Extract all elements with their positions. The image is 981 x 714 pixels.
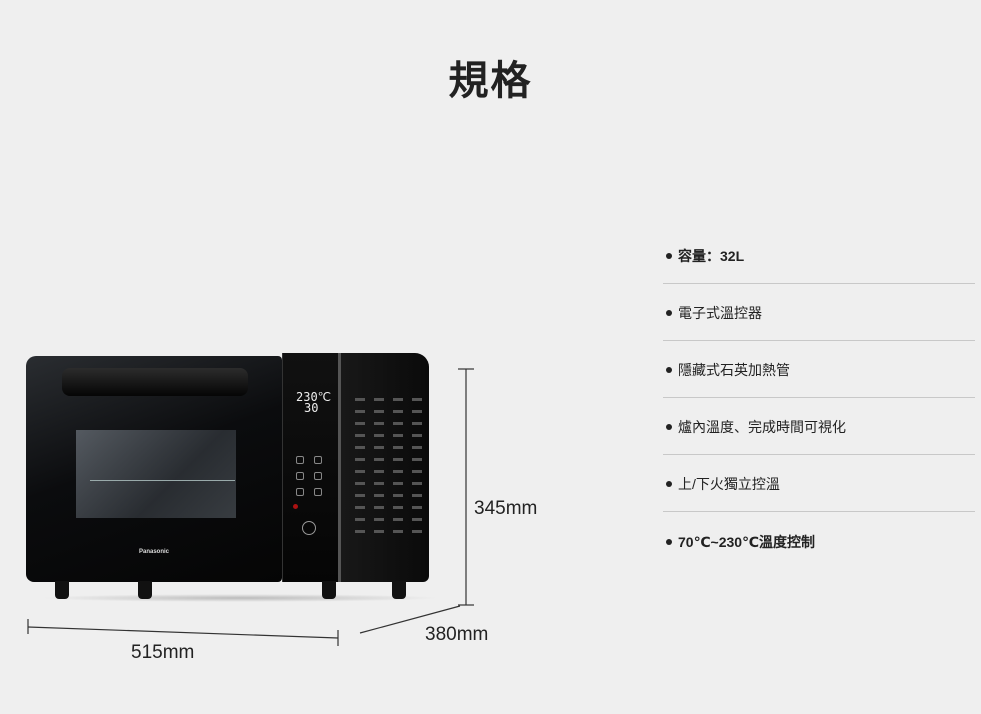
panel-button: [314, 472, 322, 480]
vent-slot: [374, 518, 384, 521]
bullet-icon: [666, 538, 672, 545]
display-time: 30: [304, 401, 319, 415]
vent-slot: [393, 434, 403, 437]
bullet-icon: [666, 481, 672, 487]
vent-slot: [412, 482, 422, 485]
vent-slot: [412, 530, 422, 533]
bullet-icon: [666, 253, 672, 259]
oven-leg: [138, 581, 152, 599]
vent-slot: [374, 446, 384, 449]
vent-slot: [393, 470, 403, 473]
vent-slot: [355, 410, 365, 413]
height-label: 345mm: [474, 498, 538, 519]
page-title: 規格: [448, 58, 533, 104]
width-line: [27, 626, 339, 639]
vent-slot: [374, 482, 384, 485]
oven-rack: [90, 480, 235, 481]
panel-button: [314, 488, 322, 496]
bullet-icon: [666, 424, 672, 430]
spec-item: 上/下火獨立控溫: [663, 456, 975, 512]
vent-slot: [374, 458, 384, 461]
vent-slot: [412, 470, 422, 473]
panel-button: [296, 488, 304, 496]
depth-label: 380mm: [425, 624, 489, 645]
panel-button: [296, 472, 304, 480]
start-button-icon: [302, 521, 316, 535]
vent-slot: [355, 494, 365, 497]
oven-handle: [62, 368, 248, 396]
depth-line: [359, 605, 461, 634]
vent-slot: [412, 518, 422, 521]
vent-slot: [393, 458, 403, 461]
vent-slot: [412, 410, 422, 413]
vent-slot: [355, 518, 365, 521]
vent-slot: [374, 410, 384, 413]
vent-slot: [412, 506, 422, 509]
vent-slot: [393, 518, 403, 521]
oven-side: [338, 353, 429, 582]
spec-list: 容量：32L 電子式溫控器 隱藏式石英加熱管 爐內溫度、完成時間可視化 上/下火…: [663, 228, 975, 570]
vent-slot: [412, 434, 422, 437]
vent-slot: [393, 506, 403, 509]
spec-item: 70℃~230℃溫度控制: [663, 513, 975, 569]
vent-slot: [412, 422, 422, 425]
spec-item: 爐內溫度、完成時間可視化: [663, 399, 975, 455]
vent-slot: [355, 530, 365, 533]
bullet-icon: [666, 310, 672, 316]
oven-leg: [392, 581, 406, 599]
oven-leg: [322, 581, 336, 599]
panel-button: [296, 456, 304, 464]
vent-slot: [355, 458, 365, 461]
vent-slot: [412, 458, 422, 461]
vent-slot: [355, 434, 365, 437]
vent-slot: [374, 506, 384, 509]
brand-logo: Panasonic: [138, 549, 169, 555]
oven-shadow: [40, 594, 440, 602]
vent-slot: [393, 530, 403, 533]
vent-slot: [412, 446, 422, 449]
vent-slot: [374, 470, 384, 473]
oven-leg: [55, 581, 69, 599]
vent-slot: [393, 494, 403, 497]
vent-slot: [393, 398, 403, 401]
spec-item: 隱藏式石英加熱管: [663, 342, 975, 398]
vent-slot: [355, 482, 365, 485]
spec-item: 容量：32L: [663, 228, 975, 284]
bullet-icon: [666, 367, 672, 373]
width-label: 515mm: [131, 642, 195, 663]
vent-slot: [374, 434, 384, 437]
vent-slot: [412, 494, 422, 497]
vent-slot: [393, 410, 403, 413]
vent-slot: [355, 422, 365, 425]
vent-slot: [355, 446, 365, 449]
vent-slot: [355, 506, 365, 509]
vent-slot: [374, 530, 384, 533]
vent-slot: [374, 398, 384, 401]
vent-slot: [393, 422, 403, 425]
display-temp: 230℃: [296, 390, 332, 404]
vent-slot: [374, 494, 384, 497]
control-panel: [282, 353, 339, 582]
oven-window: [76, 430, 236, 518]
vent-slot: [355, 470, 365, 473]
panel-button: [314, 456, 322, 464]
spec-item: 電子式溫控器: [663, 285, 975, 341]
panel-display: 230℃ 30: [296, 390, 332, 415]
vent-slot: [393, 446, 403, 449]
power-icon: [293, 504, 298, 509]
vent-slot: [393, 482, 403, 485]
vent-slot: [355, 398, 365, 401]
vent-slot: [374, 422, 384, 425]
vent-slot: [412, 398, 422, 401]
